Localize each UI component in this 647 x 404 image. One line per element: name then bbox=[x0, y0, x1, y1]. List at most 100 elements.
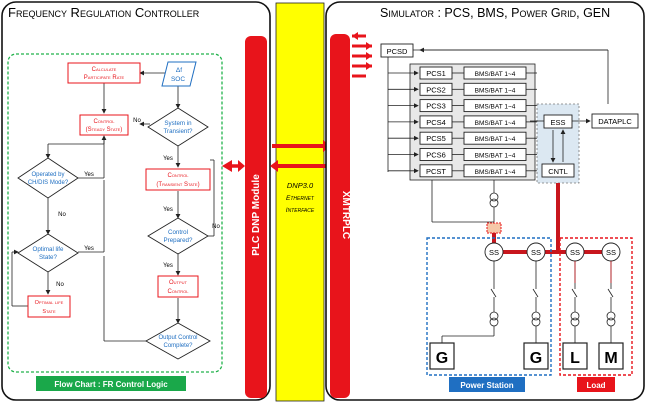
pcs-unit-label: PCS4 bbox=[426, 118, 446, 127]
cntl-box bbox=[541, 163, 575, 178]
label-yes-transient: Yes bbox=[163, 156, 173, 162]
flowchart-caption-badge bbox=[36, 376, 186, 391]
bms-label: BMS/BAT 1~4 bbox=[475, 87, 516, 94]
generator-2-label: G bbox=[530, 350, 542, 367]
flowchart-caption: Flow Chart : FR Control Logic bbox=[54, 380, 168, 389]
ss-4-label: SS bbox=[606, 248, 616, 257]
optimal-life-state-line1: Optimal life bbox=[35, 300, 64, 306]
xmtrplc-bar bbox=[330, 34, 350, 398]
pcs-unit-label: PCS2 bbox=[426, 85, 446, 94]
red-feeder-lines bbox=[574, 261, 612, 283]
control-transient-box bbox=[145, 168, 211, 191]
pcs-unit-label: PCS3 bbox=[426, 102, 446, 111]
pcs-unit-label: PCS1 bbox=[426, 69, 446, 78]
plc-dnp-module-bar bbox=[245, 36, 267, 398]
load-badge bbox=[577, 377, 615, 392]
control-prepared-line1: Control bbox=[168, 229, 188, 236]
power-station-label: Power Station bbox=[460, 381, 513, 390]
control-steady-box bbox=[79, 114, 129, 136]
breaker-box bbox=[486, 222, 502, 234]
optimal-life-state-line2: State bbox=[42, 309, 56, 315]
dnp-interface-line2: Ethernet bbox=[286, 195, 315, 202]
right-panel bbox=[325, 1, 645, 401]
load-label: Load bbox=[586, 381, 605, 390]
bms-label: BMS/BAT 1~4 bbox=[475, 104, 516, 111]
label-no-optimal: No bbox=[56, 282, 64, 288]
input-delta-f: Δf bbox=[176, 67, 182, 74]
dnp-interface-line3: Interface bbox=[286, 207, 315, 214]
output-control-box bbox=[157, 275, 199, 298]
label-no-prepared: No bbox=[212, 224, 220, 230]
output-control-line2: Control bbox=[167, 289, 189, 295]
power-station-frame bbox=[426, 237, 552, 376]
label-no-transient: No bbox=[133, 118, 141, 124]
pcs-output-wiring bbox=[431, 180, 499, 223]
bms-label: BMS/BAT 1~4 bbox=[475, 169, 516, 176]
generator-1-label: G bbox=[436, 350, 448, 367]
input-soc: SOC bbox=[171, 76, 185, 83]
ss-2-label: SS bbox=[531, 248, 541, 257]
bms-label: BMS/BAT 1~4 bbox=[475, 136, 516, 143]
pcsd-wiring bbox=[387, 47, 609, 172]
feeders bbox=[441, 261, 616, 343]
input-parallelogram bbox=[161, 61, 197, 87]
operated-mode-line1: Operated by bbox=[31, 172, 64, 178]
calc-rate-line2: Participate Rate bbox=[84, 75, 125, 81]
optimal-life-state-box bbox=[27, 295, 71, 318]
flowchart-connectors bbox=[11, 70, 215, 342]
ess-box bbox=[543, 114, 573, 129]
pcs-unit-label: PCS5 bbox=[426, 134, 446, 143]
ss-1-label: SS bbox=[489, 248, 499, 257]
dataplc-box bbox=[591, 113, 639, 129]
transient-line2: Transient? bbox=[163, 128, 193, 135]
ss-3-label: SS bbox=[570, 248, 580, 257]
pcs-unit-label: PCST bbox=[426, 167, 446, 176]
optimal-life-q-line1: Optimal life bbox=[33, 246, 65, 253]
calc-rate-box bbox=[67, 62, 141, 84]
output-complete-diamond bbox=[145, 322, 211, 360]
flowchart-frame bbox=[7, 53, 223, 373]
dnp-interface-band bbox=[275, 2, 325, 402]
control-prepared-line2: Prepared? bbox=[164, 237, 193, 244]
transient-diamond bbox=[147, 107, 209, 147]
bms-label: BMS/BAT 1~4 bbox=[475, 71, 516, 78]
ess-cntl-links bbox=[530, 118, 591, 163]
label-yes-operated: Yes bbox=[84, 172, 94, 178]
control-prepared-diamond bbox=[147, 217, 209, 255]
pcsd-label: PCSD bbox=[387, 47, 408, 56]
pcsd-box bbox=[380, 43, 414, 58]
control-transient-line1: Control bbox=[167, 173, 189, 179]
plc-dnp-module-label: PLC DNP Module bbox=[251, 174, 262, 256]
dataplc-label: DATAPLC bbox=[598, 117, 632, 126]
load-l-label: L bbox=[570, 350, 580, 367]
transient-line1: System in bbox=[164, 120, 192, 127]
load-m-box bbox=[598, 342, 624, 370]
output-complete-line2: Complete? bbox=[163, 343, 193, 349]
label-yes-optimal: Yes bbox=[84, 246, 94, 252]
xmtrplc-fan-arrows bbox=[352, 32, 372, 78]
load-l-box bbox=[562, 342, 588, 370]
bms-label: BMS/BAT 1~4 bbox=[475, 153, 516, 160]
pcs-unit-label: PCS6 bbox=[426, 151, 446, 160]
load-frame bbox=[559, 237, 633, 376]
cntl-label: CNTL bbox=[548, 167, 568, 176]
left-panel bbox=[1, 1, 271, 401]
operated-mode-line2: CH/DIS Mode? bbox=[28, 180, 69, 186]
right-panel-title: Simulator : PCS, BMS, Power Grid, GEN bbox=[380, 6, 610, 20]
optimal-life-q-line2: State? bbox=[39, 254, 57, 261]
generator-2-box bbox=[523, 342, 549, 370]
control-steady-line2: (Steady State) bbox=[86, 127, 123, 133]
control-steady-line1: Control bbox=[93, 119, 115, 125]
left-panel-title: Frequency Regulation Controller bbox=[8, 5, 200, 20]
label-yes-prepared: Yes bbox=[163, 263, 173, 269]
optimal-life-diamond bbox=[17, 233, 79, 273]
output-complete-line1: Output Control bbox=[158, 335, 197, 341]
control-transient-line2: (Transient State) bbox=[156, 182, 199, 188]
calc-rate-line1: Calculate bbox=[92, 67, 117, 73]
power-station-badge bbox=[449, 377, 525, 392]
xmtrplc-label: XMTRPLC bbox=[340, 191, 351, 239]
bms-label: BMS/BAT 1~4 bbox=[475, 120, 516, 127]
generator-1-box bbox=[429, 342, 455, 370]
